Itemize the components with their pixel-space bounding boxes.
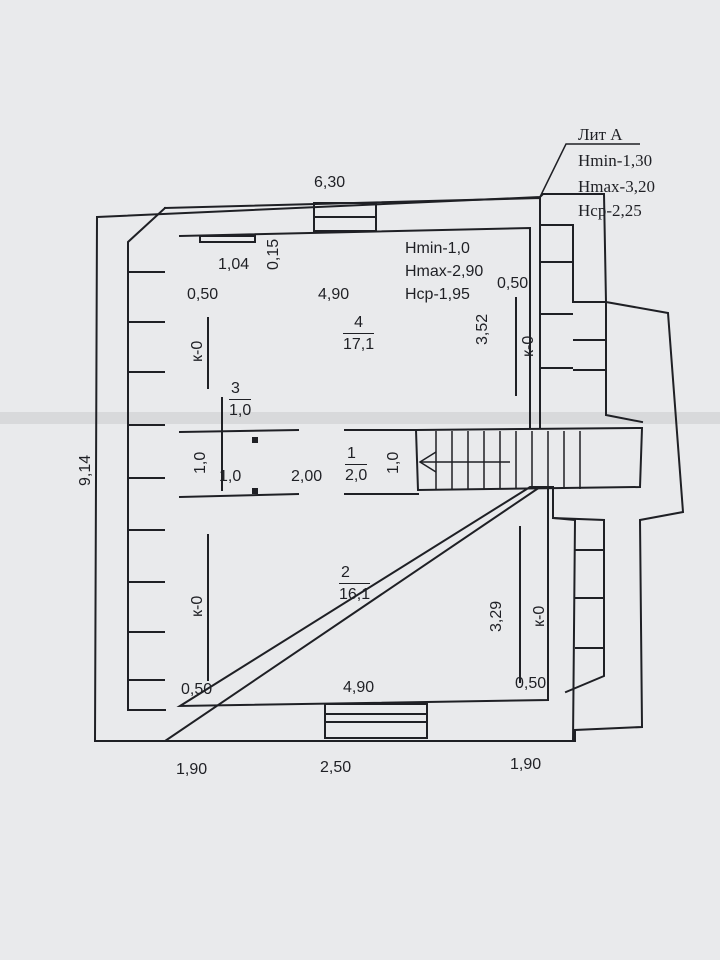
- main-walls-outer: [161, 196, 577, 742]
- room3-number: 3: [231, 380, 240, 397]
- room2-label: 2 16,1: [339, 564, 371, 603]
- knee-wall-label-3: к-0: [189, 595, 206, 617]
- lit-title: Лит А: [578, 125, 623, 144]
- room3-area: 1,0: [229, 399, 252, 419]
- stair-block: [414, 426, 644, 492]
- room3-label: 3 1,0: [229, 380, 252, 419]
- room4-area: 17,1: [343, 333, 375, 353]
- roof-rafters: [128, 261, 606, 681]
- dim-offset-bottom-right: 0,50: [515, 675, 547, 692]
- dim-bottom-right: 1,90: [510, 756, 542, 773]
- dim-ledge-width: 1,04: [218, 256, 250, 273]
- inner-roof-outline-left: [127, 206, 167, 711]
- dim-room4-width: 4,90: [318, 286, 350, 303]
- knee-wall-label-2: к-0: [520, 335, 537, 357]
- dim-room2-width: 4,90: [343, 679, 375, 696]
- dim-bottom-left: 1,90: [176, 761, 208, 778]
- dim-bottom-mid: 2,50: [320, 759, 352, 776]
- stair-arrow: [418, 451, 510, 473]
- room1-label: 1 2,0: [345, 445, 368, 484]
- ledge-marker: [199, 235, 256, 243]
- dim-room3-height: 1,0: [192, 451, 209, 474]
- door-posts: [252, 437, 258, 494]
- room1-area: 2,0: [345, 464, 368, 484]
- dim-total-height: 9,14: [77, 454, 94, 486]
- knee-wall-label-1: к-0: [189, 340, 206, 362]
- room4-hmax: Hmax-2,90: [405, 263, 484, 280]
- room4-label: 4 17,1: [343, 314, 375, 353]
- dim-hall-height: 1,0: [385, 451, 402, 474]
- dim-offset-top-left: 0,50: [187, 286, 219, 303]
- lit-hsr: Hср-2,25: [578, 201, 642, 220]
- right-roof-outline: [539, 224, 644, 424]
- dim-top-width: 6,30: [314, 174, 346, 191]
- lit-hmin: Hmin-1,30: [578, 151, 653, 170]
- room1-number: 1: [347, 445, 356, 462]
- dim-room3-width: 1,0: [219, 468, 242, 485]
- partition-upper-left: [178, 428, 300, 434]
- main-walls-inner: [176, 226, 549, 708]
- room2-number: 2: [341, 564, 350, 581]
- dim-offset-bottom-left: 0,50: [181, 681, 213, 698]
- room4-hmin: Hmin-1,0: [405, 240, 470, 257]
- stair-treads: [435, 431, 581, 489]
- knee-wall-label-4: к-0: [531, 605, 548, 627]
- room4-number: 4: [354, 314, 364, 331]
- room2-area: 16,1: [339, 583, 371, 603]
- partition-lower-left: [178, 492, 300, 499]
- room4-hsr: Hср-1,95: [405, 286, 470, 303]
- dim-ledge-depth: 0,15: [265, 238, 282, 270]
- lit-hmax: Hmax-3,20: [578, 177, 655, 196]
- dim-hall-width: 2,00: [291, 468, 323, 485]
- dim-room4-depth: 3,52: [474, 313, 491, 345]
- dim-offset-top-right: 0,50: [497, 275, 529, 292]
- dim-room2-depth: 3,29: [488, 600, 505, 632]
